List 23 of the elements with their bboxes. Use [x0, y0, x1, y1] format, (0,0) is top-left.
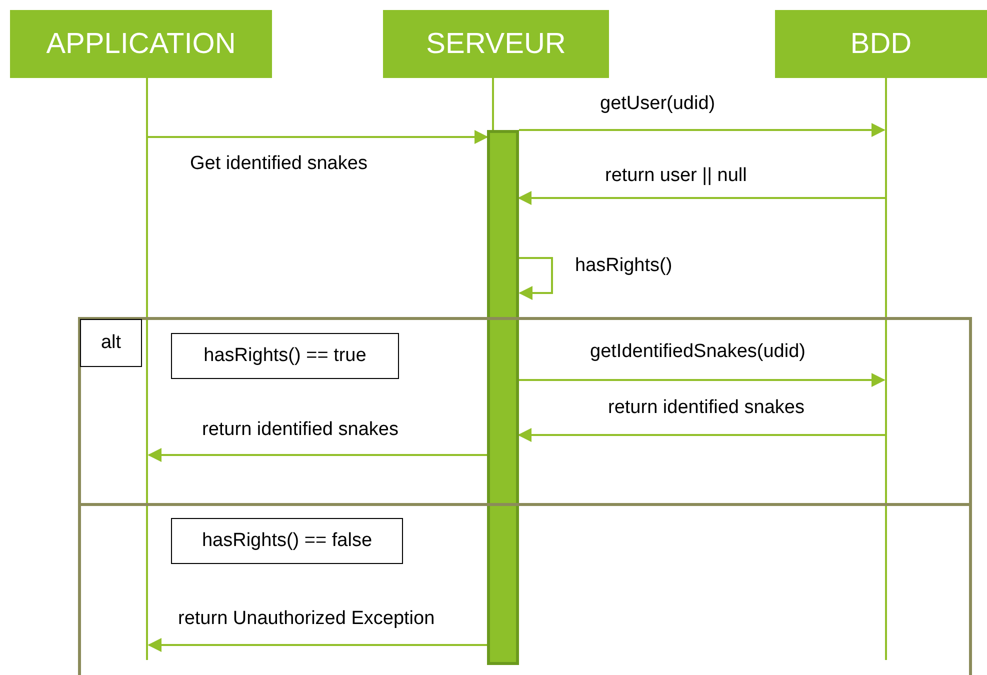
message-label: hasRights() [575, 255, 672, 277]
alt-frame [78, 317, 972, 675]
message-label: Get identified snakes [190, 153, 368, 175]
message-arrow [147, 130, 488, 144]
message-arrow [518, 191, 886, 205]
message-arrow [518, 428, 886, 442]
message-arrow [519, 373, 886, 387]
message-arrow [518, 257, 553, 300]
message-label: getIdentifiedSnakes(udid) [590, 341, 806, 363]
message-label: return identified snakes [202, 419, 398, 441]
guard-condition: hasRights() == true [171, 333, 399, 379]
message-label: return user || null [605, 165, 747, 187]
participant-header: APPLICATION [10, 10, 272, 78]
message-label: return Unauthorized Exception [178, 608, 435, 630]
message-label: getUser(udid) [600, 93, 716, 115]
participant-header: SERVEUR [383, 10, 609, 78]
operator-tab: alt [80, 319, 142, 367]
message-label: return identified snakes [608, 397, 804, 419]
message-arrow [519, 123, 886, 137]
message-arrow [148, 638, 487, 652]
guard-condition: hasRights() == false [171, 518, 403, 564]
participant-header: BDD [775, 10, 987, 78]
message-arrow [148, 448, 487, 462]
